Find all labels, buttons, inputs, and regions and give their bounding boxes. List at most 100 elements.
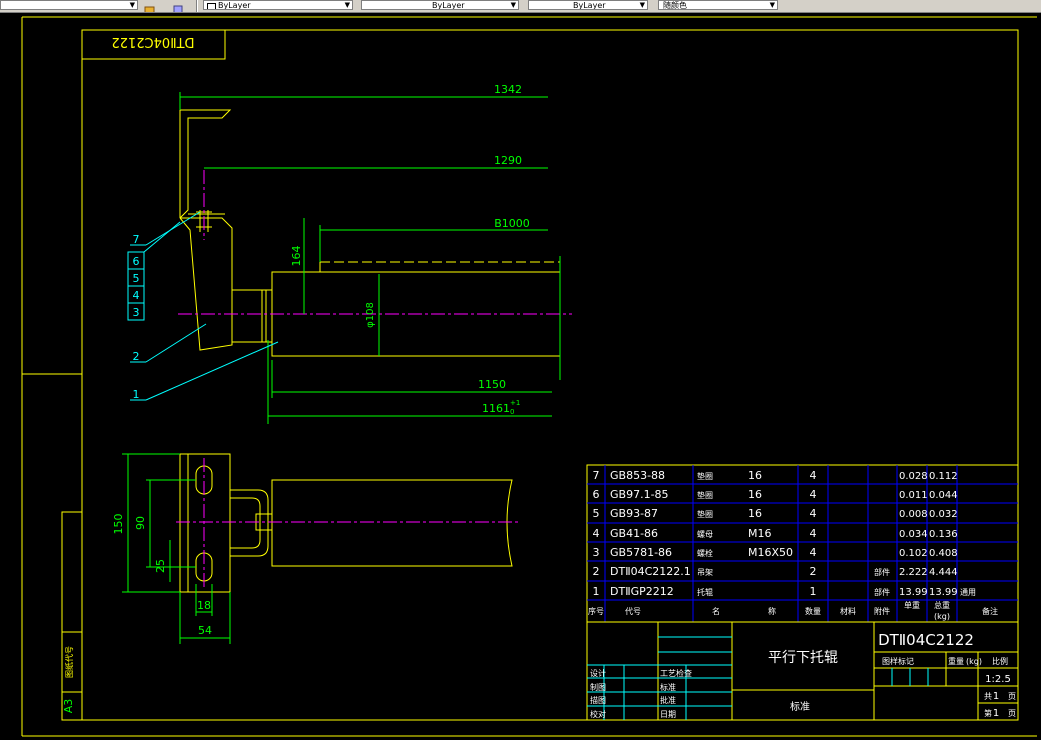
header-remark: 备注 [982, 606, 998, 616]
drawing-number: DTⅡ04C2122 [878, 631, 974, 649]
parts-cell-code: GB853-88 [610, 469, 665, 482]
parts-cell-code: GB41-86 [610, 527, 658, 540]
label-sheet: 第 [984, 708, 992, 718]
dim-1290: 1290 [494, 154, 522, 167]
header-no: 序号 [588, 606, 604, 616]
parts-cell-qty: 4 [810, 546, 817, 559]
dim-1161-tol-lower: 0 [510, 408, 514, 416]
balloon-1: 1 [133, 388, 140, 401]
drawing-frame [21, 16, 1037, 737]
color-combo[interactable]: ▼ [0, 0, 138, 10]
centerlines-bottom [176, 458, 520, 590]
label-approve: 批准 [660, 695, 676, 705]
parts-cell-spec: M16 [748, 527, 772, 540]
chevron-down-icon[interactable]: ▼ [510, 1, 516, 9]
layer-combo[interactable]: ByLayer ▼ [203, 0, 353, 10]
parts-cell-unit-wt: 0.008 [899, 509, 928, 520]
inner-frame [81, 29, 1019, 721]
parts-cell-code: GB97.1-85 [610, 488, 669, 501]
parts-cell-name: 螺母 [697, 529, 713, 539]
label-sheet-unit: 页 [1008, 709, 1016, 718]
label-weight: 重量 [948, 656, 964, 666]
parts-cell-total-wt: 0.032 [929, 509, 958, 520]
parts-cell-remark: 通用 [960, 587, 976, 597]
parts-cell-name: 吊架 [697, 568, 713, 577]
label-sheets-unit: 页 [1008, 692, 1016, 701]
balloon-4: 4 [133, 289, 140, 302]
layer-combo-value: ByLayer [218, 1, 251, 10]
roller-front-view [179, 109, 561, 357]
plotstyle-combo[interactable]: 随颜色 ▼ [658, 0, 778, 10]
parts-cell-name: 垫圈 [697, 490, 713, 500]
parts-cell-qty: 4 [810, 507, 817, 520]
centerlines-top [178, 170, 572, 315]
title-block-grid [587, 636, 929, 720]
bracket-side-view [179, 453, 513, 593]
parts-cell-no: 7 [593, 469, 600, 482]
label-stage-mark: 图样标记 [882, 656, 914, 666]
parts-cell-unit-wt: 0.011 [899, 490, 928, 501]
parts-cell-no: 3 [593, 546, 600, 559]
dim-1161: 1161 [482, 402, 510, 415]
balloon-2: 2 [133, 350, 140, 363]
color-swatch-icon [207, 3, 216, 9]
parts-cell-code: GB93-87 [610, 507, 658, 520]
parts-cell-qty: 2 [810, 565, 817, 578]
parts-cell-spec: 16 [748, 507, 762, 520]
label-sheets-total: 共 [984, 692, 992, 701]
dim-18: 18 [197, 599, 211, 612]
dim-25: 25 [154, 559, 167, 573]
dim-164: 164 [290, 246, 303, 267]
header-kg: (kg) [934, 612, 950, 621]
dimensions-bottom [122, 453, 231, 644]
parts-cell-no: 6 [593, 488, 600, 501]
chevron-down-icon[interactable]: ▼ [639, 1, 645, 9]
label-weight-unit: (kg) [966, 657, 982, 666]
header-total-wt: 总重 [934, 600, 950, 610]
chevron-down-icon[interactable]: ▼ [344, 1, 350, 9]
title-block-frame [586, 621, 1019, 721]
label-drawn: 制图 [590, 682, 606, 692]
lineweight-combo[interactable]: ByLayer ▼ [528, 0, 648, 10]
parts-cell-unit-wt: 0.034 [899, 529, 928, 540]
label-traced: 描图 [590, 695, 606, 705]
parts-cell-name: 垫圈 [697, 471, 713, 481]
leader-1 [145, 341, 279, 401]
vertical-label: 图纸代号 [64, 646, 74, 678]
shaft-u-outer [230, 489, 269, 557]
shaft-block [231, 289, 267, 343]
plotstyle-combo-value: 随颜色 [663, 1, 687, 10]
parts-cell-name: 托辊 [697, 587, 713, 597]
balloon-3: 3 [133, 306, 140, 319]
leader-7 [145, 211, 201, 246]
parts-cell-name: 螺栓 [697, 548, 713, 558]
label-date: 日期 [660, 710, 676, 719]
title-block-border [586, 621, 1019, 721]
parts-cell-no: 2 [593, 565, 600, 578]
linetype-combo[interactable]: ByLayer ▼ [361, 0, 519, 10]
title-block-labels: 设计 制图 描图 校对 工艺检查 标准 批准 日期 图样标记 重量 (kg) 比… [590, 656, 1016, 719]
shaft-collar [261, 289, 273, 343]
parts-cell-qty: 4 [810, 469, 817, 482]
chevron-down-icon[interactable]: ▼ [129, 1, 135, 9]
parts-cell-spec: M16X50 [748, 546, 793, 559]
parts-cell-code: GB5781-86 [610, 546, 672, 559]
balloon-numbers: 7 6 5 4 3 2 1 [133, 233, 140, 401]
parts-cell-no: 5 [593, 507, 600, 520]
layer-states-icon[interactable] [144, 0, 156, 12]
balloon-leaders [127, 211, 279, 401]
label-process: 工艺检查 [660, 668, 692, 678]
balloon-5: 5 [133, 272, 140, 285]
bracket-plate [179, 453, 231, 593]
header-name2: 称 [768, 606, 776, 616]
layer-previous-icon[interactable] [172, 0, 184, 12]
parts-cell-total-wt: 0.136 [929, 529, 958, 540]
balloon-7: 7 [133, 233, 140, 246]
roller-side-body [271, 479, 513, 567]
parts-cell-no: 1 [593, 585, 600, 598]
parts-cell-total-wt: 0.044 [929, 490, 958, 501]
chevron-down-icon[interactable]: ▼ [769, 1, 775, 9]
header-qty: 数量 [805, 606, 821, 616]
